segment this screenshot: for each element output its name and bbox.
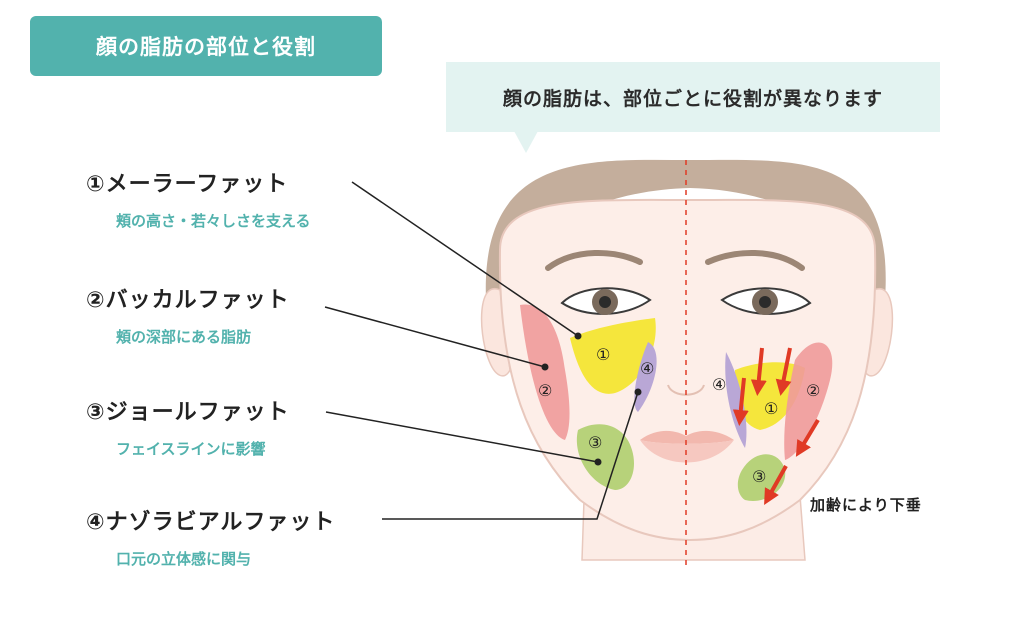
fat-name: ①メーラーファット (86, 172, 289, 197)
buccal-fat-right (784, 342, 833, 460)
down-arrow-2 (775, 347, 792, 396)
leader-line-malar (351, 181, 579, 337)
fat-item-jowl: ③ジョールファット フェイスラインに影響 (86, 394, 290, 459)
right-eye (720, 287, 812, 315)
callout-tail (514, 131, 538, 153)
fat-item-nasolabial: ④ナゾラビアルファット 口元の立体感に関与 (86, 504, 335, 569)
fat-desc: フェイスラインに影響 (116, 440, 266, 458)
fat-name: ②バッカルファット (86, 288, 290, 313)
mouth (640, 430, 734, 463)
leader-dot-nasolabial (634, 388, 642, 396)
sagging-arrows (732, 347, 820, 505)
leader-dot-jowl (594, 458, 602, 466)
leader-dot-buccal (541, 363, 549, 371)
marker-1-right: ① (764, 399, 778, 418)
fat-desc: 口元の立体感に関与 (116, 550, 252, 568)
marker-1-left: ① (596, 345, 610, 364)
marker-2-left: ② (538, 381, 552, 400)
marker-3-right: ③ (752, 467, 766, 486)
leader-dot-malar (574, 332, 582, 340)
page-title: 顔の脂肪の部位と役割 (30, 16, 382, 76)
marker-2-right: ② (806, 381, 820, 400)
left-ear (480, 287, 511, 377)
marker-4-right: ④ (712, 375, 726, 394)
fat-item-malar: ①メーラーファット 頬の高さ・若々しさを支える (86, 166, 311, 231)
down-arrow-4 (795, 418, 820, 457)
aging-note: 加齢により下垂 (810, 496, 922, 514)
down-arrow-3 (732, 377, 749, 426)
jowl-fat-left (576, 424, 635, 490)
down-arrow-5 (764, 465, 788, 505)
right-eyebrow (705, 249, 805, 271)
callout-bubble: 顔の脂肪は、部位ごとに役割が異なります (446, 62, 940, 132)
malar-fat-left (570, 318, 656, 394)
buccal-fat-left (520, 304, 570, 440)
marker-3-left: ③ (588, 433, 602, 452)
fat-item-buccal: ②バッカルファット 頬の深部にある脂肪 (86, 282, 290, 347)
left-eyebrow (545, 249, 643, 271)
leader-lines (324, 181, 639, 520)
left-eye (560, 287, 652, 315)
fat-desc: 頬の高さ・若々しさを支える (116, 212, 311, 230)
fat-name: ③ジョールファット (86, 400, 290, 425)
fat-desc: 頬の深部にある脂肪 (116, 328, 252, 346)
marker-4-left: ④ (640, 359, 654, 378)
down-arrow-1 (750, 347, 767, 396)
hair (485, 159, 886, 300)
right-ear (863, 287, 894, 377)
fat-name: ④ナゾラビアルファット (86, 510, 336, 535)
leader-line-nasolabial (382, 391, 639, 520)
leader-line-jowl (325, 411, 599, 463)
leader-line-buccal (324, 306, 546, 368)
